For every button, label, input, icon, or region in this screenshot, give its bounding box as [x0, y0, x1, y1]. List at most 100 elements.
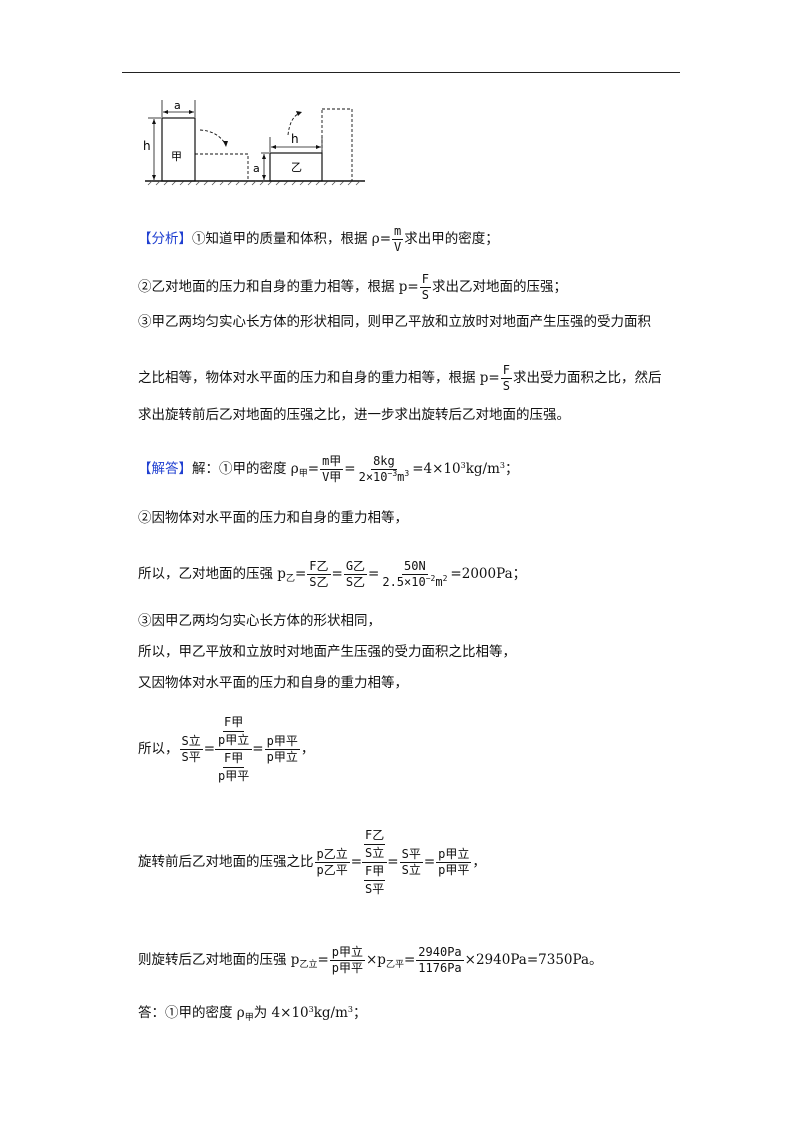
frac-den: 1176Pa [418, 961, 462, 975]
text: ； [504, 461, 519, 477]
exponent: 2 [442, 574, 448, 583]
frac-num: F乙 [307, 559, 331, 575]
text: m [397, 470, 405, 484]
text: ， [472, 854, 486, 870]
text: ×2940Pa=7350Pa。 [464, 952, 603, 968]
answer-line-5: 所以，甲乙平放和立放时对地面产生压强的受力面积之比相等， [138, 644, 516, 660]
text: ②乙对地面的压力和自身的重力相等，根据 p= [138, 279, 419, 295]
frac-den: p甲平 [218, 768, 250, 783]
frac-den: 2×10−3m3 [357, 470, 412, 485]
frac-den: S立 [365, 845, 385, 860]
label-h-left: h [143, 139, 151, 153]
final-answer-line: 答：①甲的密度 ρ甲为 4×103kg/m3； [138, 1004, 367, 1023]
frac-num: p甲平 [264, 733, 300, 750]
text: 求出受力面积之比，然后 [512, 370, 662, 386]
answer-line-2: ②因物体对水平面的压力和自身的重力相等， [138, 510, 408, 526]
text: 答：①甲的密度 ρ [138, 1005, 245, 1021]
text: m [435, 575, 443, 589]
frac-num: p甲立 [329, 945, 365, 961]
subscript: 甲 [298, 469, 308, 479]
frac-num: F甲 [364, 863, 386, 881]
label-yi: 乙 [291, 161, 302, 174]
text: 所以，乙对地面的压强 p [138, 566, 286, 582]
exponent: 3 [347, 1005, 353, 1014]
frac-num: S平 [399, 846, 423, 863]
frac-num: F [500, 363, 512, 379]
text: 则旋转后乙对地面的压强 p [138, 952, 300, 968]
frac-den: p甲立 [218, 732, 250, 747]
frac-den: p甲平 [331, 961, 363, 975]
text: 2.5×10 [382, 575, 426, 589]
frac-num: 8kg [371, 454, 397, 470]
frac-num: S立 [179, 733, 203, 750]
frac-den: S [502, 379, 510, 393]
label-a-mid: a [253, 162, 260, 175]
exponent: −2 [425, 574, 436, 583]
text: =2000Pa； [450, 566, 527, 582]
frac-den: V甲 [322, 470, 342, 484]
frac-num: F甲 [223, 750, 245, 768]
frac-num: m [392, 224, 404, 240]
frac-num: p乙立 [314, 846, 350, 863]
answer-line-6: 又因物体对水平面的压力和自身的重力相等， [138, 675, 408, 691]
text: ×p [366, 952, 386, 968]
frac-num: 50N [402, 559, 428, 575]
frac-num: F [419, 272, 431, 288]
text: 之比相等，物体对水平面的压力和自身的重力相等，根据 p= [138, 370, 500, 386]
answer-line-4: ③因甲乙两均匀实心长方体的形状相同， [138, 613, 381, 629]
text: 求出乙对地面的压强； [431, 279, 567, 295]
text: ； [352, 1005, 367, 1021]
label-jia: 甲 [171, 150, 182, 163]
subscript: 甲 [244, 1013, 254, 1023]
frac-den: S [421, 288, 429, 302]
frac-den: S乙 [345, 575, 366, 589]
frac-num: 2940Pa [416, 945, 464, 961]
text: = [307, 461, 320, 477]
label-a-top: a [174, 99, 181, 112]
text: kg/m [313, 1005, 348, 1021]
exponent: 3 [308, 1005, 314, 1014]
subscript: 乙 [285, 574, 295, 584]
frac-num: F甲 [223, 714, 245, 732]
frac-den: S乙 [309, 575, 329, 589]
text: 求出甲的密度； [404, 231, 499, 247]
text: ①知道甲的质量和体积，根据 ρ= [192, 231, 392, 247]
label-h-mid: h [291, 132, 299, 146]
frac-den: p甲立 [266, 749, 298, 764]
text: 为 4×10 [253, 1005, 309, 1021]
text: =4×10 [412, 461, 461, 477]
frac-den: 2.5×10−2m2 [380, 575, 449, 590]
frac-den: S平 [181, 749, 201, 764]
text: 旋转前后乙对地面的压强之比 [138, 854, 314, 870]
analysis-tag: 【分析】 [138, 231, 192, 247]
subscript: 乙平 [385, 960, 404, 970]
text: 所以， [138, 741, 179, 757]
frac-num: G乙 [343, 559, 368, 575]
exponent: 3 [499, 461, 505, 470]
frac-num: p甲立 [436, 846, 472, 863]
header-rule [122, 72, 680, 73]
frac-den: p甲平 [438, 862, 470, 877]
text: kg/m [465, 461, 500, 477]
frac-den: V [394, 240, 402, 254]
frac-num: F乙 [364, 827, 386, 845]
exponent: −3 [387, 469, 398, 478]
physics-figure: a h 甲 h 乙 a [143, 99, 365, 186]
frac-den: p乙平 [316, 862, 348, 877]
frac-den: S立 [401, 862, 421, 877]
analysis-line-5: 求出旋转前后乙对地面的压强之比，进一步求出旋转后乙对地面的压强。 [138, 407, 570, 423]
text: 解：①甲的密度 ρ [192, 461, 299, 477]
text: 2×10 [358, 470, 388, 484]
subscript: 乙立 [299, 960, 318, 970]
exponent: 3 [404, 469, 410, 478]
analysis-line-3: ③甲乙两均匀实心长方体的形状相同，则甲乙平放和立放时对地面产生压强的受力面积 [138, 314, 651, 330]
